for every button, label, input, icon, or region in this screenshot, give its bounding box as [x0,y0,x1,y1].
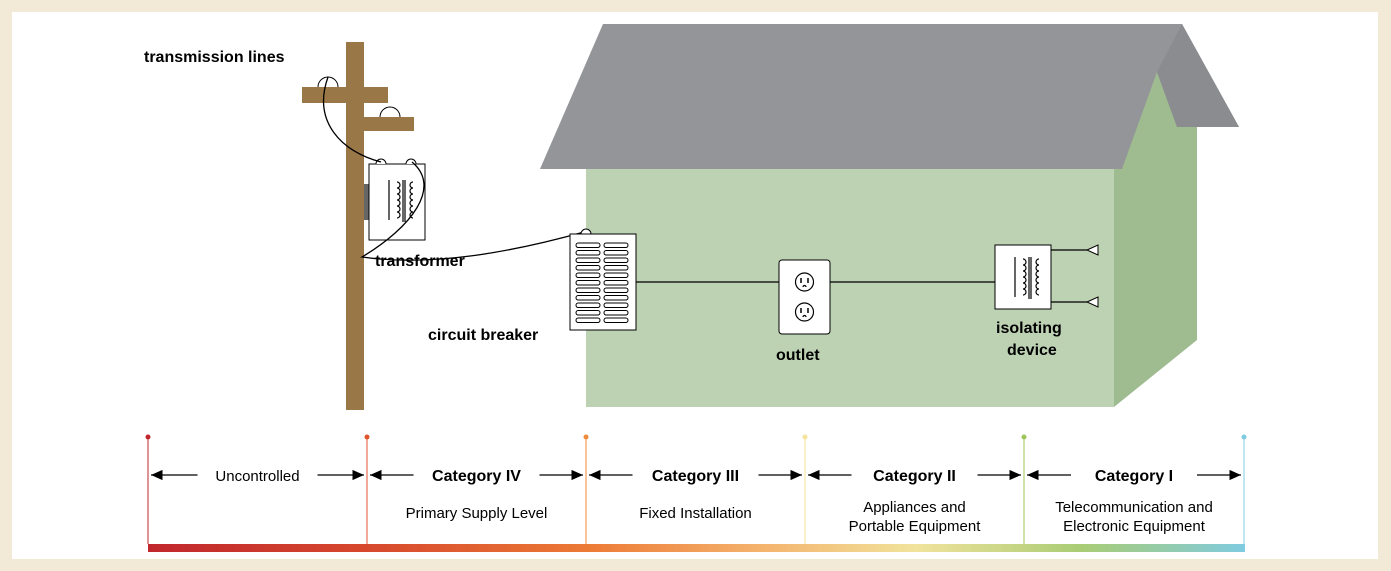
category-divider-dot [1021,434,1027,440]
label-outlet: outlet [776,347,820,364]
label-isolating-line1: isolating [996,320,1062,337]
transformer-symbol-icon [388,180,414,222]
breaker-switch [575,242,601,248]
installation-category-diagram: transmission lines transformer circuit b… [144,24,1247,552]
breaker-switch [575,317,601,323]
isolator-transformer-symbol-icon [1014,257,1040,299]
breaker-switch [575,287,601,293]
category-name: Category I [1095,468,1173,485]
outlet-receptacle-bottom-icon [794,302,815,322]
transformer-box [368,163,426,241]
category-description: Telecommunication and [1055,499,1213,516]
utility-pole [302,42,414,410]
pole-crossarm-upper [302,87,388,103]
wire-line-to-transformer [323,76,382,163]
insulator-lower [379,106,401,118]
transformer-bushing-right [405,158,417,165]
label-isolating-line2: device [1007,342,1057,359]
pole-trunk [346,42,364,410]
breaker-switch [575,257,601,263]
house [540,24,1239,407]
category-name: Category IV [432,468,521,485]
wall-outlet [778,259,831,335]
breaker-switch [603,257,629,263]
label-transmission-lines: transmission lines [144,49,285,66]
diagram-canvas: transmission lines transformer circuit b… [12,12,1378,559]
category-name: Category III [652,468,739,485]
category-description: Portable Equipment [849,518,982,535]
category-name: Category II [873,468,956,485]
breaker-switch [575,265,601,271]
breaker-switch [603,280,629,286]
circuit-breaker-panel [569,228,637,331]
breaker-switch [603,272,629,278]
breaker-switch [575,272,601,278]
transformer-mount [364,184,370,220]
house-roof [540,24,1239,169]
outlet-receptacle-top-icon [794,272,815,292]
breaker-switch [575,310,601,316]
wire-service-drop [360,161,585,261]
category-name: Uncontrolled [215,468,299,485]
category-scale: Uncontrolled Category IV Primary Supply Le… [145,434,1247,544]
breaker-switch [603,310,629,316]
breaker-switch [603,242,629,248]
breaker-switch [575,302,601,308]
breaker-switches [575,242,629,323]
breaker-switch [575,250,601,256]
isolating-device [994,244,1052,310]
breaker-switch [603,287,629,293]
breaker-switch [603,250,629,256]
label-transformer: transformer [375,253,465,270]
breaker-switch [603,302,629,308]
category-description: Primary Supply Level [406,505,548,522]
output-terminal-top-icon [1085,244,1099,256]
breaker-switch [575,295,601,301]
outlet-plate [778,259,831,335]
category-description: Electronic Equipment [1063,518,1206,535]
breaker-bushing [580,228,592,235]
category-scale-gradient-bar [148,544,1245,552]
category-divider-dot [364,434,370,440]
house-roof-overhang [1157,24,1239,127]
category-divider-dot [1241,434,1247,440]
category-divider-dot [583,434,589,440]
category-description: Appliances and [863,499,966,516]
category-divider-dot [145,434,151,440]
category-description: Fixed Installation [639,505,752,522]
output-terminal-bottom-icon [1085,296,1099,308]
label-circuit-breaker: circuit breaker [428,327,538,344]
breaker-switch [603,265,629,271]
breaker-switch [575,280,601,286]
breaker-switch [603,295,629,301]
pole-crossarm-lower [364,117,414,131]
category-divider-dot [802,434,808,440]
house-side-wall [1114,72,1197,407]
breaker-switch [603,317,629,323]
transformer [364,158,426,241]
